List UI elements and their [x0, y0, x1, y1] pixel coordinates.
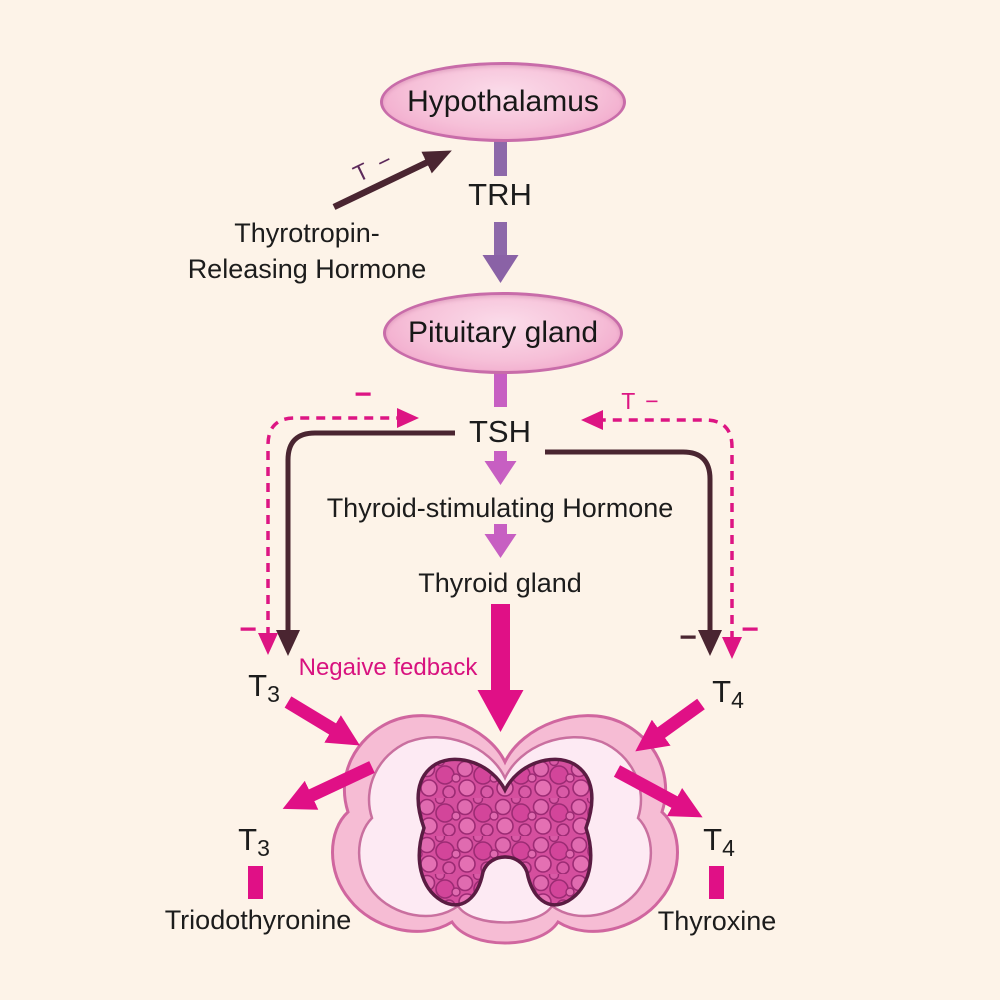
t3-bottom-main: T: [238, 822, 258, 857]
trh-full-label: Thyrotropin- Releasing Hormone: [188, 215, 427, 287]
minus-sign-right-pink: −: [741, 613, 759, 646]
feedback-dashed-line-left: [258, 408, 419, 655]
t4-into-gland-arrow: [635, 698, 705, 752]
negative-feedback-label: Negaive fedback: [298, 654, 478, 681]
tsh-abbr-label: TSH: [469, 414, 531, 449]
t4-bottom-sub: 4: [722, 835, 735, 861]
pituitary-node: Pituitary gland: [383, 292, 623, 374]
t4-out-of-gland-arrow: [613, 765, 703, 818]
trh-full-line1: Thyrotropin-: [234, 218, 380, 248]
feedback-solid-line-left: [276, 430, 455, 656]
t3-top-sub: 3: [267, 681, 280, 707]
tsh-full-label: Thyroid-stimulating Hormone: [326, 493, 674, 523]
trh-abbr-label: TRH: [468, 177, 532, 212]
minus-sign-left-bottom: −: [239, 613, 257, 646]
t3-out-of-gland-arrow: [282, 761, 375, 810]
hypothalamus-node: Hypothalamus: [380, 62, 626, 142]
triiodothyronine-label: Triodothyronine: [164, 905, 352, 935]
t4-top-main: T: [712, 674, 732, 709]
feedback-dashed-line-right: [581, 410, 742, 659]
tsh-connector-bar: [494, 372, 507, 407]
minus-sign-right-dark: −: [679, 621, 697, 654]
minus-sign-left-top: −: [354, 378, 372, 411]
t4-top-sub: 4: [731, 687, 744, 713]
thyroxine-label: Thyroxine: [657, 906, 777, 936]
t4-label-bottom: T4: [703, 822, 735, 862]
hypothalamus-label: Hypothalamus: [407, 85, 599, 118]
t3-bottom-sub: 3: [257, 835, 270, 861]
pituitary-label: Pituitary gland: [407, 316, 599, 349]
feedback-solid-line-right: [545, 449, 722, 656]
t3-label-tick: [248, 866, 263, 899]
t3-into-gland-arrow: [284, 696, 360, 746]
trh-full-line2: Releasing Hormone: [187, 254, 427, 284]
t3-label-bottom: T3: [238, 822, 270, 862]
t3-top-main: T: [248, 668, 268, 703]
thyroid-follicular-tissue: [416, 757, 594, 907]
t4-label-top: T4: [712, 674, 744, 714]
thyroid-gland-illustration: [331, 714, 679, 945]
t4-bottom-main: T: [703, 822, 723, 857]
thyroid-gland-label: Thyroid gland: [418, 568, 582, 598]
t3-label-top: T3: [248, 668, 280, 708]
trh-connector-bar: [494, 139, 507, 176]
trh-feedback-arrow: [332, 150, 452, 210]
t-minus-label-tsh: T −: [621, 388, 661, 414]
t4-label-tick: [709, 866, 724, 899]
